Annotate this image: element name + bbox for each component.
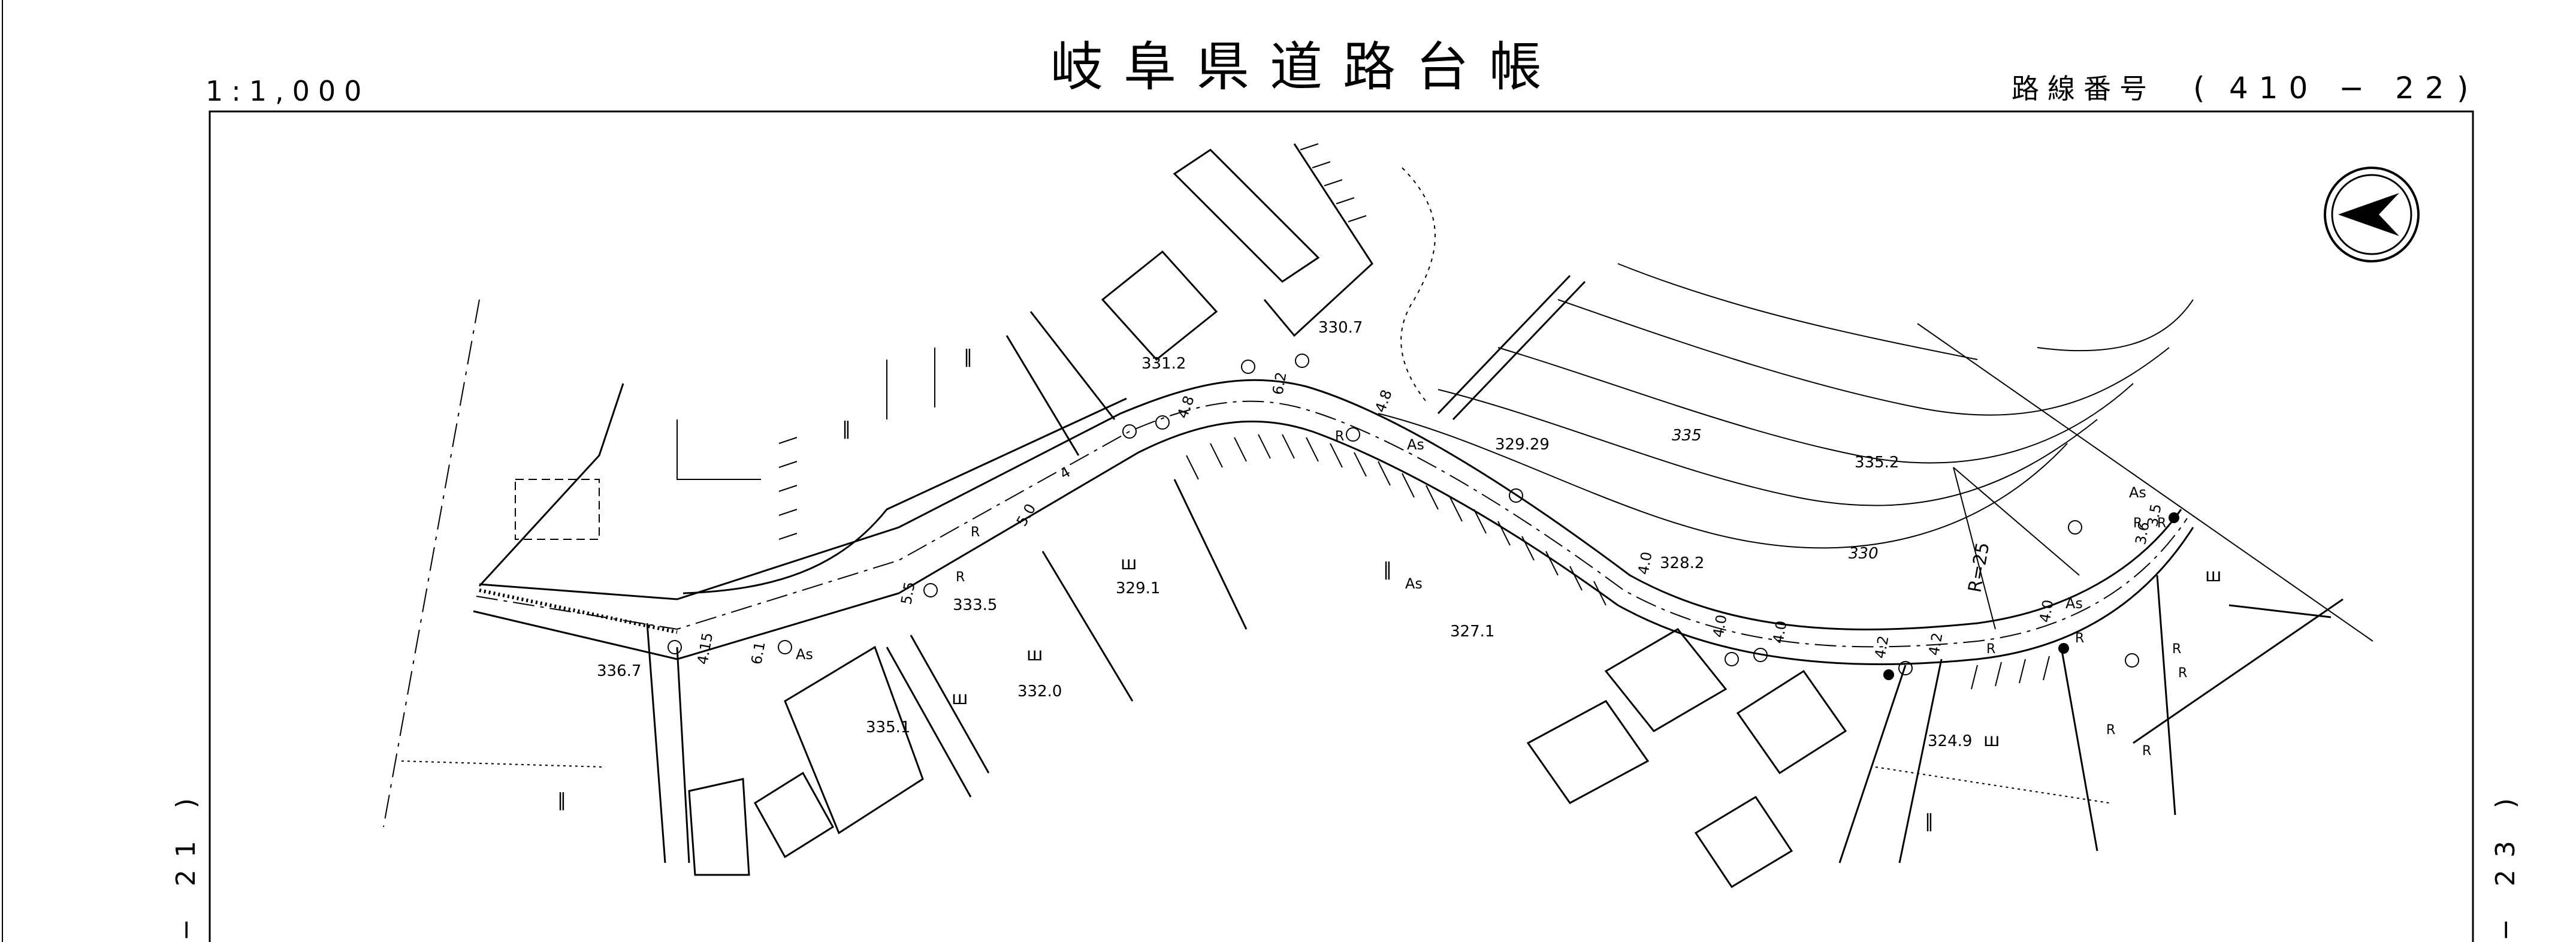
pavement-label: As [2129,484,2146,501]
width-label: 5.5 [898,581,918,606]
paddy-symbol: ‖ [964,346,973,367]
slope-hatching [778,143,2050,690]
elevation-label: 335.1 [866,718,910,736]
contour-values: 335 330 [1672,427,1879,563]
elevation-label: 324.9 [1928,732,1972,750]
width-label: 4.2 [1871,635,1892,660]
field-symbol: ш [1121,553,1137,574]
paddy-symbol: ‖ [1925,811,1934,832]
control-points [1883,512,2179,680]
width-label: 4.0 [1769,620,1790,645]
curb-label: R [2106,723,2115,738]
elevation-label: 336.7 [597,662,641,680]
elevation-label: 329.1 [1116,579,1160,597]
width-label: 6.1 [748,641,768,666]
width-label: 3.5 [2144,503,2164,528]
road-widths: 6.2 4.8 4.8 4 5.0 5.5 4.15 6.1 4.0 4.0 4… [694,371,2164,666]
north-arrow-icon [2324,167,2420,262]
route-number-label: 路線番号 [2012,73,2155,105]
curb-label: R [971,525,980,540]
width-label: 4.8 [1174,394,1197,421]
width-label: 4.2 [1925,632,1946,657]
field-symbol: ш [1026,644,1043,665]
land-use-symbols: ‖ ‖ ‖ ‖ ‖ ш ш ш ш ш [557,346,2221,832]
spot-elevations: 330.7 331.2 329.29 335.2 328.2 329.1 327… [597,319,1972,750]
pavement-label: As [1407,436,1424,453]
elevation-label: 327.1 [1450,623,1494,641]
map-frame [2,0,2474,942]
route-number-close: ) [2457,71,2469,105]
elevation-label: 335.2 [1855,454,1899,472]
road-linework [383,143,2373,889]
curb-label: R [1986,642,1995,657]
elevation-label: 332.0 [1017,683,1062,701]
elevation-label: 330.7 [1318,319,1363,337]
field-symbol: ш [2205,565,2221,586]
width-label: 4 [1057,463,1073,482]
width-label: 6.2 [1269,371,1289,396]
curb-label: R [2142,744,2151,759]
manhole-symbols [668,354,2139,675]
paddy-symbol: ‖ [1383,559,1392,580]
pavement-label: As [2065,595,2083,612]
elevation-label: 329.29 [1495,436,1550,454]
curb-label: R [2157,516,2166,531]
curve-radius-label: R=25 [1964,541,1994,594]
map-scale: 1:1,000 [206,75,370,107]
elevation-label: 331.2 [1141,355,1186,373]
curve-radius: R=25 [1953,467,2080,630]
pavement-label: As [1405,575,1423,592]
field-symbol: ш [1983,730,2000,751]
pavement-types: As As As As As [796,436,2146,663]
adjacent-sheet-left: − 21 ) [171,786,201,941]
width-label: 4.0 [1710,614,1730,639]
curb-label: R [956,570,965,585]
width-label: 4.15 [694,632,716,666]
paddy-symbol: ‖ [557,790,566,811]
width-label: 3.6 [2132,521,2152,546]
curb-label: R [2133,516,2142,531]
width-label: 5.0 [1013,501,1039,529]
curb-label: R [2172,642,2181,657]
contour-label: 330 [1849,545,1879,563]
paddy-symbol: ‖ [842,418,851,439]
route-number-open: ( [2193,71,2205,105]
elevation-label: 333.5 [953,596,997,614]
curb-label: R [1335,429,1344,444]
route-number-value: 410 − 22 [2229,71,2455,105]
width-label: 4.0 [1635,551,1655,576]
curb-label: R [2075,631,2084,646]
adjacent-sheet-right: − 23 ) [2490,786,2521,941]
field-symbol: ш [952,688,968,709]
elevation-label: 328.2 [1660,554,1704,572]
contour-label: 335 [1672,427,1702,445]
map-title: 岐阜県道路台帳 [1050,36,1562,98]
curb-label: R [2178,666,2187,681]
curb-markers: R R R R R R R R R R R [956,429,2187,759]
width-label: 4.0 [2036,599,2056,624]
width-label: 4.8 [1372,388,1395,415]
pavement-label: As [796,646,813,663]
